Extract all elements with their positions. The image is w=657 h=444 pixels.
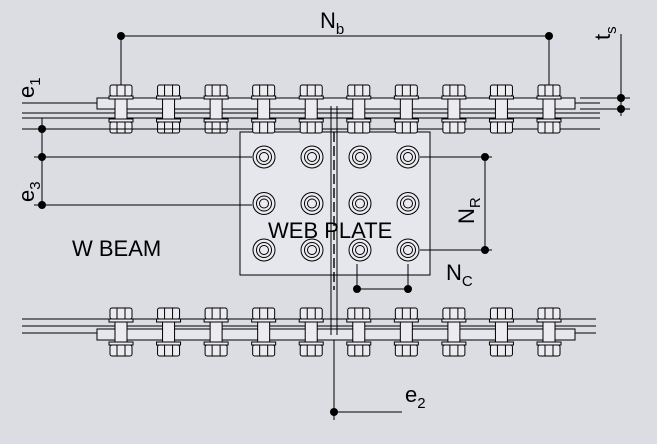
flange-bolt <box>488 307 514 357</box>
flange-bolt <box>441 307 467 357</box>
flange-bolt <box>108 84 134 134</box>
dim-dot <box>38 201 46 209</box>
nr-label: NR <box>454 197 484 224</box>
web-bolt <box>300 192 324 215</box>
flange-bolt <box>251 84 277 134</box>
web-bolt <box>252 145 276 169</box>
flange-bolt <box>346 84 372 134</box>
web-bolt <box>348 192 372 215</box>
e1-label: e1 <box>14 77 44 98</box>
dim-dot <box>353 285 361 293</box>
web-bolt <box>252 192 276 215</box>
web-bolt <box>300 238 324 262</box>
flange-bolt <box>203 84 229 134</box>
nc-label: NC <box>446 260 473 290</box>
web-bolt-group <box>252 145 420 262</box>
flange-bolt <box>251 307 277 357</box>
web-splice-line <box>330 106 338 420</box>
flange-bolt <box>203 307 229 357</box>
flange-bolt <box>108 307 134 357</box>
flange-bolt-group <box>108 84 562 357</box>
dim-dot <box>617 105 625 113</box>
ts-label: ts <box>590 26 620 40</box>
web-bolt <box>396 192 420 215</box>
flange-bolt <box>298 84 324 134</box>
dimension-lines <box>34 34 630 413</box>
e2-label: e2 <box>405 382 426 412</box>
web-bolt <box>300 145 324 169</box>
dim-dot <box>617 94 625 102</box>
dim-dot <box>330 408 338 416</box>
dim-dot <box>38 153 46 161</box>
dim-dot <box>404 285 412 293</box>
dimension-dots <box>38 32 625 416</box>
web-bolt <box>396 238 420 262</box>
flange-bolt <box>536 84 562 134</box>
web-bolt <box>348 145 372 169</box>
dim-dot <box>481 246 489 254</box>
dim-dot <box>117 32 125 40</box>
dim-dot <box>545 32 553 40</box>
flange-bolt <box>346 307 372 357</box>
e3-label: e3 <box>14 181 44 202</box>
dim-dot <box>481 153 489 161</box>
flange-bolt <box>298 307 324 357</box>
web-bolt <box>348 238 372 262</box>
flange-bolt <box>156 84 182 134</box>
flange-bolt <box>488 84 514 134</box>
beam-label: W BEAM <box>72 236 161 261</box>
flange-bolt <box>393 84 419 134</box>
nb-label: Nb <box>320 8 344 38</box>
dim-dot <box>38 125 46 133</box>
flange-bolt <box>393 307 419 357</box>
flange-bolt <box>441 84 467 134</box>
web-bolt <box>252 238 276 262</box>
flange-bolt <box>156 307 182 357</box>
web-plate-label: WEB PLATE <box>268 218 392 243</box>
web-bolt <box>396 145 420 169</box>
flange-bolt <box>536 307 562 357</box>
